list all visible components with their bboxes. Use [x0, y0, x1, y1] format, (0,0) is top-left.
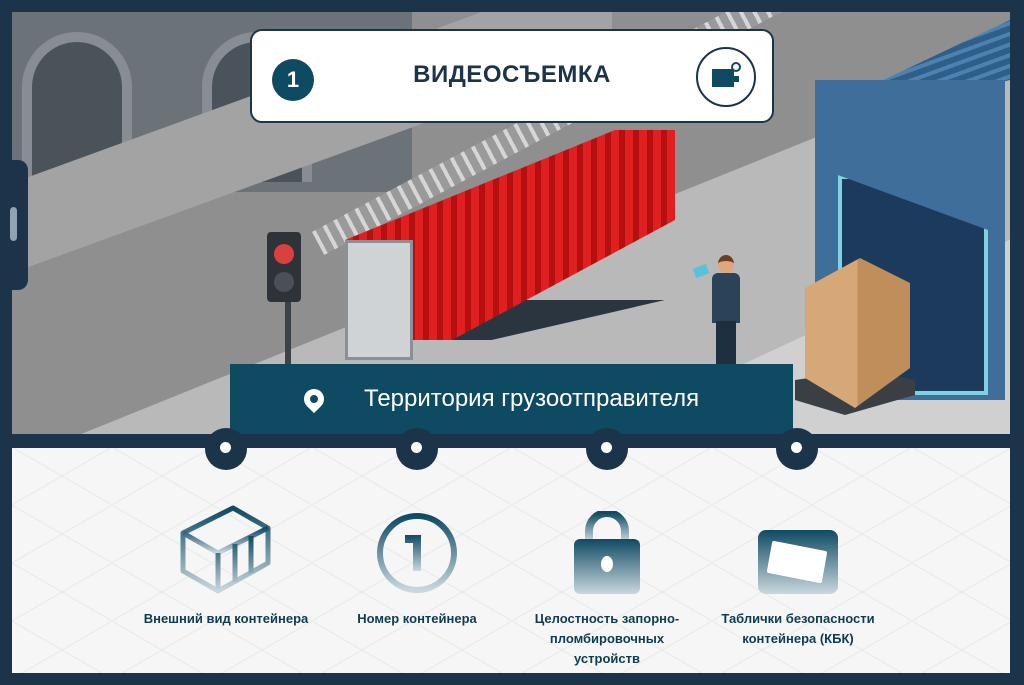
traffic-light-icon: [267, 232, 301, 302]
timeline-node[interactable]: [205, 428, 247, 470]
side-panel-handle[interactable]: [0, 160, 28, 290]
step-title: ВИДЕОСЪЕМКА: [413, 61, 611, 88]
location-pin-icon: [299, 384, 329, 414]
plate-icon: [708, 505, 888, 595]
location-label: Территория грузоотправителя: [364, 385, 700, 412]
location-banner: Территория грузоотправителя: [230, 364, 793, 434]
video-camera-icon: [696, 47, 756, 107]
checklist-item-label: Номер контейнера: [357, 611, 477, 626]
checklist-item-label: Целостность запорно-пломбировочных устро…: [534, 611, 680, 666]
timeline-bar: [0, 434, 1024, 448]
container-door: [345, 240, 413, 360]
checklist-item: Таблички безопасности контейнера (КБК): [708, 505, 888, 649]
inspector-person: [710, 255, 740, 365]
step-number-badge: 1: [272, 59, 314, 101]
timeline-node[interactable]: [776, 428, 818, 470]
timeline-node[interactable]: [396, 428, 438, 470]
checklist-item: Целостность запорно-пломбировочных устро…: [517, 505, 697, 669]
container-icon: [136, 505, 316, 595]
checklist-item: Внешний вид контейнера: [136, 505, 316, 629]
timeline-node[interactable]: [586, 428, 628, 470]
checklist-item: Номер контейнера: [327, 505, 507, 629]
padlock-icon: [517, 505, 697, 595]
traffic-light-pole: [285, 290, 291, 370]
checklist-item-label: Таблички безопасности контейнера (КБК): [721, 611, 875, 646]
step-header-card: 1 ВИДЕОСЪЕМКА: [250, 29, 774, 123]
number-circle-icon: [327, 505, 507, 595]
checklist-panel: [12, 447, 1010, 673]
checklist-item-label: Внешний вид контейнера: [143, 611, 309, 626]
